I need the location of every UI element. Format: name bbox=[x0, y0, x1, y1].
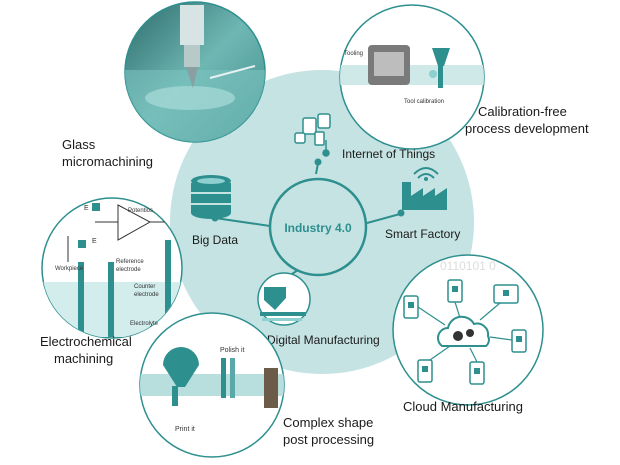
digital-manufacturing-icon bbox=[257, 272, 311, 326]
cloud-manufacturing-inset: 0110101 0 bbox=[392, 254, 544, 406]
iot-icon bbox=[294, 113, 331, 157]
label-big-data: Big Data bbox=[192, 233, 238, 247]
label-glass-1: Glass bbox=[62, 137, 96, 152]
inset-e-left: E bbox=[92, 238, 97, 245]
node-dot-smart-factory bbox=[397, 209, 405, 217]
connector-big-data bbox=[214, 217, 271, 227]
smart-factory-icon bbox=[402, 167, 447, 210]
label-glass-2: micromachining bbox=[62, 154, 153, 169]
ecm-inset: Potentios E E Workpiece Reference electr… bbox=[41, 197, 183, 339]
binary-watermark: 0110101 0 bbox=[440, 259, 496, 273]
inset-workpiece: Workpiece bbox=[55, 266, 84, 272]
label-internet-of-things: Internet of Things bbox=[342, 147, 435, 161]
inset-electrolyte: Electrolyte bbox=[130, 321, 159, 327]
inset-e-top: E bbox=[84, 205, 89, 212]
label-complex-1: Complex shape bbox=[283, 415, 373, 430]
label-smart-factory: Smart Factory bbox=[385, 227, 460, 241]
industry-4-hub bbox=[268, 177, 368, 277]
complex-shape-inset: Polish it Print it bbox=[139, 312, 285, 458]
label-complex-2: post processing bbox=[283, 432, 374, 447]
label-calibration-1: Calibration-free bbox=[478, 104, 567, 119]
label-cloud-manufacturing: Cloud Manufacturing bbox=[403, 399, 523, 414]
inset-tool-calibration: Tool calibration bbox=[404, 99, 444, 105]
label-digital-manufacturing: Digital Manufacturing bbox=[267, 333, 380, 347]
inset-polish-it: Polish it bbox=[220, 347, 245, 354]
label-ecm-1: Electrochemical bbox=[40, 334, 132, 349]
hub-label: Industry 4.0 bbox=[284, 221, 352, 235]
cloud-icon bbox=[437, 315, 490, 347]
label-calibration-2: process development bbox=[465, 121, 589, 136]
inset-potentiostat: Potentios bbox=[128, 208, 153, 214]
inset-reference-2: electrode bbox=[116, 267, 141, 273]
inset-counter-1: Counter bbox=[134, 284, 155, 290]
inset-tooling: Tooling bbox=[344, 51, 363, 57]
big-data-icon bbox=[191, 175, 231, 219]
inset-reference-1: Reference bbox=[116, 259, 144, 265]
inset-counter-2: electrode bbox=[134, 292, 159, 298]
connector-smart-factory bbox=[366, 213, 401, 224]
label-ecm-2: machining bbox=[54, 351, 113, 366]
calibration-inset: Tooling Tool calibration bbox=[339, 4, 485, 150]
inset-print-it: Print it bbox=[175, 426, 195, 433]
node-dot-iot bbox=[314, 158, 322, 166]
